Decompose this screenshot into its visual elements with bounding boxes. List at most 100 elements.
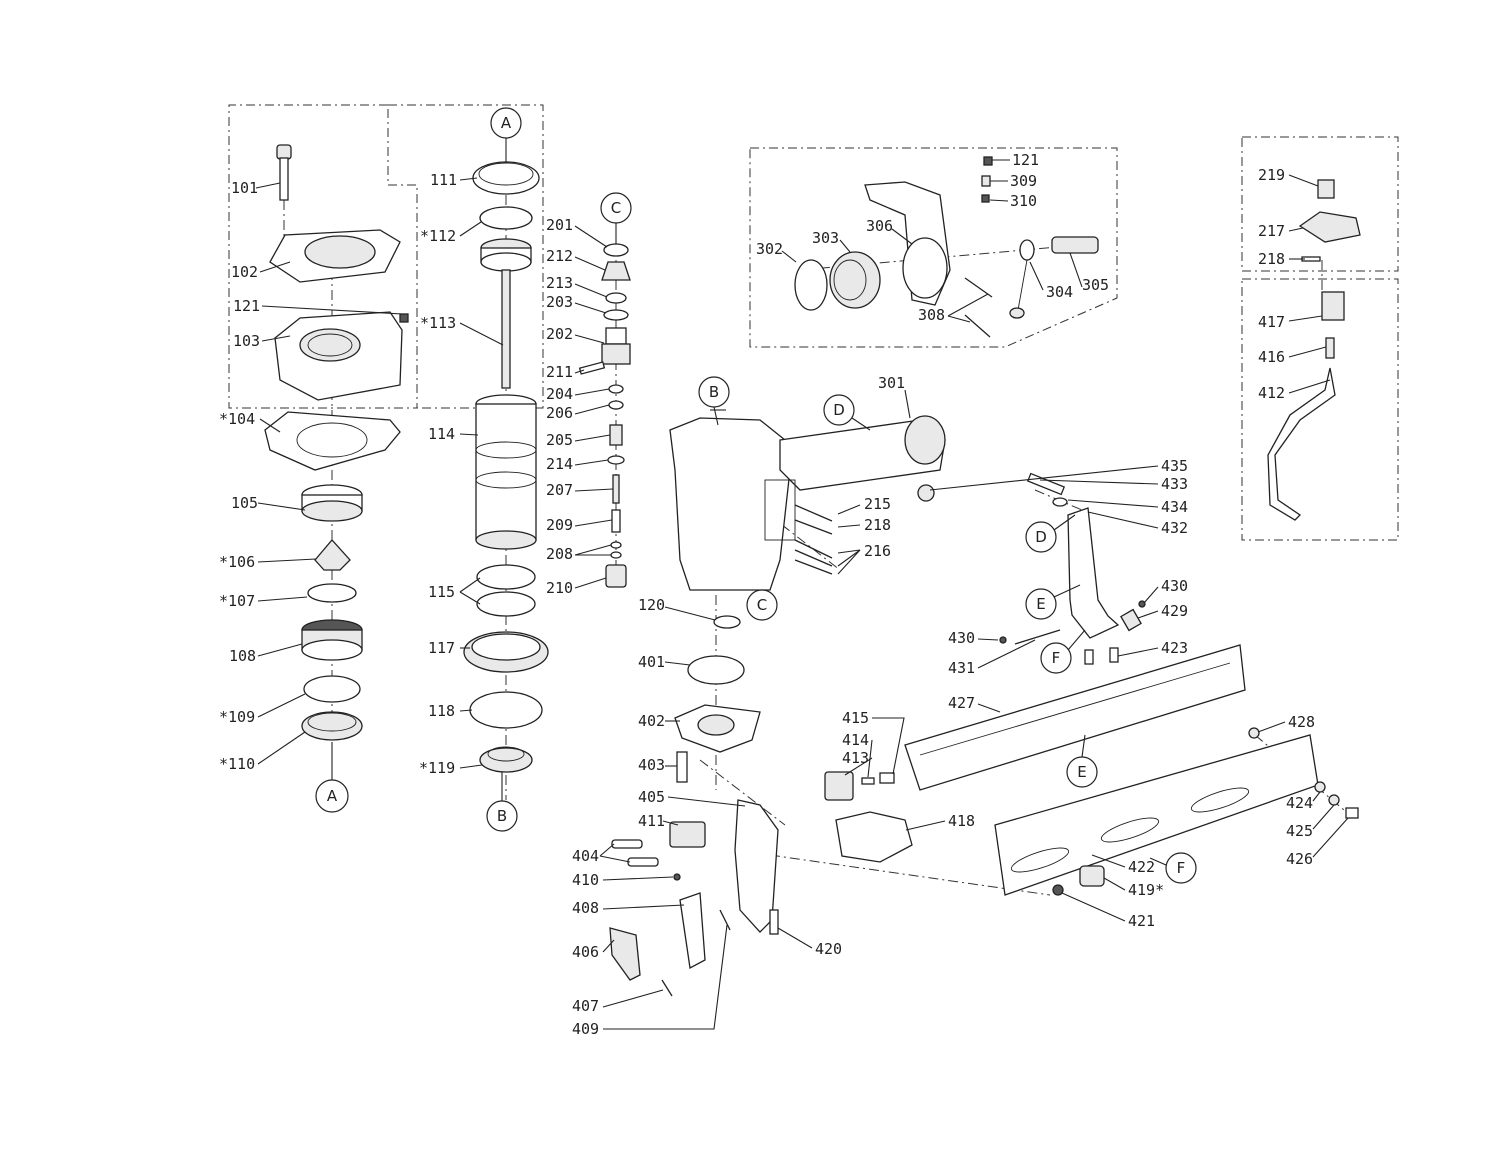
part-423-bolts: [1084, 647, 1119, 665]
part-212-cap: [601, 261, 631, 281]
part-214-o-ring: [607, 455, 625, 465]
part-107-o-ring: [307, 583, 357, 603]
part-207-spring: [612, 474, 620, 504]
label-413: 413: [842, 749, 869, 767]
label-414: 414: [842, 731, 869, 749]
label-109: *109: [219, 708, 255, 726]
group-box-cover: [1241, 136, 1399, 272]
label-415: 415: [842, 709, 869, 727]
part-428-nut: [1248, 727, 1260, 739]
part-112-o-ring: [479, 206, 533, 230]
part-118-o-ring: [469, 691, 543, 729]
part-424-washer: [1314, 781, 1326, 793]
part-114-cylinder: [475, 394, 537, 550]
label-106: *106: [219, 553, 255, 571]
label-417: 417: [1258, 313, 1285, 331]
svg-text:D: D: [1035, 528, 1047, 546]
label-302: 302: [756, 240, 783, 258]
label-101: 101: [231, 179, 258, 197]
part-213-o-ring: [605, 292, 627, 304]
svg-text:F: F: [1052, 649, 1061, 667]
label-420: 420: [815, 940, 842, 958]
label-404: 404: [572, 847, 599, 865]
label-216: 216: [864, 542, 891, 560]
svg-text:A: A: [501, 114, 512, 132]
label-103: 103: [233, 332, 260, 350]
label-423: 423: [1161, 639, 1188, 657]
part-301-main-body: [669, 415, 946, 591]
callout-b-bottom: B: [486, 800, 518, 832]
label-121a: 121: [233, 297, 260, 315]
callout-f-top: F: [1040, 642, 1072, 674]
label-435: 435: [1161, 457, 1188, 475]
label-301: 301: [878, 374, 905, 392]
label-305: 305: [1082, 276, 1109, 294]
svg-text:C: C: [757, 596, 767, 614]
group-box-lever: [1241, 278, 1399, 541]
callout-c-top: C: [600, 192, 632, 224]
label-110: *110: [219, 755, 255, 773]
part-204-o-ring: [608, 384, 624, 394]
label-104: *104: [219, 410, 255, 428]
part-215-pin: [794, 504, 833, 522]
label-308: 308: [918, 306, 945, 324]
part-404-bolts: [611, 839, 659, 867]
callout-d-mid-line: [1053, 514, 1076, 531]
part-406-latch: [609, 927, 641, 981]
part-426-screw: [1345, 807, 1359, 819]
part-408-plate: [679, 892, 706, 970]
part-419-bushing: [1079, 865, 1105, 887]
part-420-bolt: [769, 909, 779, 935]
label-217: 217: [1258, 222, 1285, 240]
label-432: 432: [1161, 519, 1188, 537]
part-412-lever: [1267, 367, 1336, 521]
label-403: 403: [638, 756, 665, 774]
label-205: 205: [546, 431, 573, 449]
part-430-ball-a: [1138, 600, 1146, 608]
part-108-piston-stop: [301, 619, 363, 661]
part-209-plunger: [611, 509, 621, 533]
label-426: 426: [1286, 850, 1313, 868]
part-203-o-ring: [603, 309, 629, 321]
part-211-pin: [578, 361, 606, 375]
part-219-spring: [1317, 179, 1335, 199]
svg-text:E: E: [1036, 595, 1045, 613]
part-411-block: [669, 821, 706, 848]
label-121b: 121: [1012, 151, 1039, 169]
svg-text:D: D: [833, 401, 845, 419]
label-427: 427: [948, 694, 975, 712]
label-117: 117: [428, 639, 455, 657]
part-308-screws: [964, 277, 993, 338]
part-410-ball: [673, 873, 681, 881]
part-422-magazine: [994, 734, 1319, 896]
part-402-nose-base: [674, 704, 761, 753]
leader-lines: [255, 159, 1349, 1030]
part-121-plug-small: [399, 313, 409, 323]
callout-f-top-line: [1067, 629, 1086, 651]
part-205-valve-stem: [609, 424, 623, 446]
label-411: 411: [638, 812, 665, 830]
svg-text:E: E: [1077, 763, 1086, 781]
part-418-pusher: [835, 811, 913, 863]
part-413-414-415-latch: [824, 771, 895, 801]
svg-text:C: C: [611, 199, 621, 217]
part-309-spring: [981, 175, 991, 187]
part-425-nut: [1328, 794, 1340, 806]
part-208-o-rings: [610, 541, 622, 559]
label-207: 207: [546, 481, 573, 499]
callout-e-top: E: [1025, 588, 1057, 620]
part-302-o-ring: [794, 259, 828, 311]
label-410: 410: [572, 871, 599, 889]
svg-text:A: A: [327, 787, 338, 805]
label-401: 401: [638, 653, 665, 671]
label-218b: 218: [864, 516, 891, 534]
part-403-bolt: [676, 751, 688, 783]
part-306-exhaust-cover: [864, 181, 951, 306]
label-430a: 430: [1161, 577, 1188, 595]
label-434: 434: [1161, 498, 1188, 516]
label-405: 405: [638, 788, 665, 806]
part-121-plug: [983, 156, 993, 166]
callout-e-mid-line: [1081, 734, 1086, 758]
part-102-cap-cover: [269, 229, 401, 283]
part-101-bolt: [276, 144, 292, 201]
